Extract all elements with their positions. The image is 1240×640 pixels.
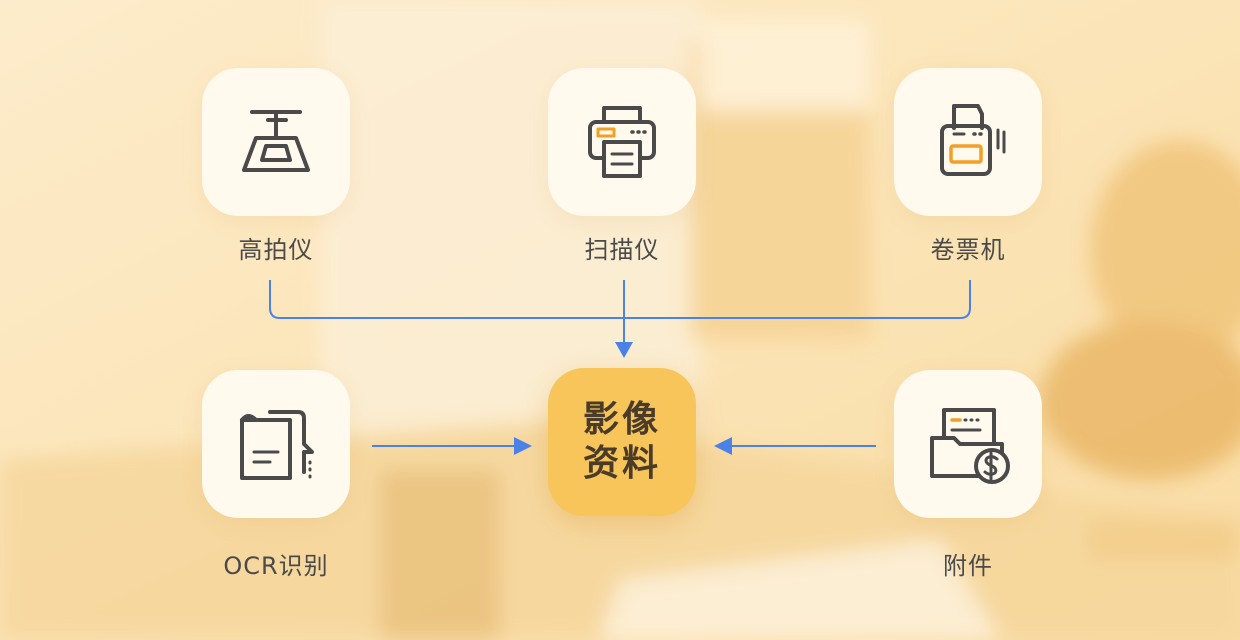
folder-dollar-icon (930, 408, 1010, 484)
image-data-center-node: 影像 资料 (548, 368, 696, 516)
scanner-printer-icon (588, 106, 656, 178)
attachment-node-tile (894, 370, 1042, 518)
attachment-node-label: 附件 (943, 552, 993, 580)
document-camera-icon (242, 110, 310, 172)
ocr-node-label: OCR识别 (223, 552, 329, 580)
receipt-node-tile (894, 68, 1042, 216)
scanner-node-label: 扫描仪 (584, 236, 660, 264)
receipt-printer-icon (940, 104, 1006, 176)
scanner-node-tile (548, 68, 696, 216)
receipt-node-label: 卷票机 (930, 236, 1006, 264)
ocr-documents-icon (240, 410, 314, 480)
camera-node-tile (202, 68, 350, 216)
ocr-node-tile (202, 370, 350, 518)
center-label-line1: 影像 (582, 399, 661, 440)
camera-node-label: 高拍仪 (238, 236, 314, 264)
center-label-line2: 资料 (582, 443, 661, 484)
